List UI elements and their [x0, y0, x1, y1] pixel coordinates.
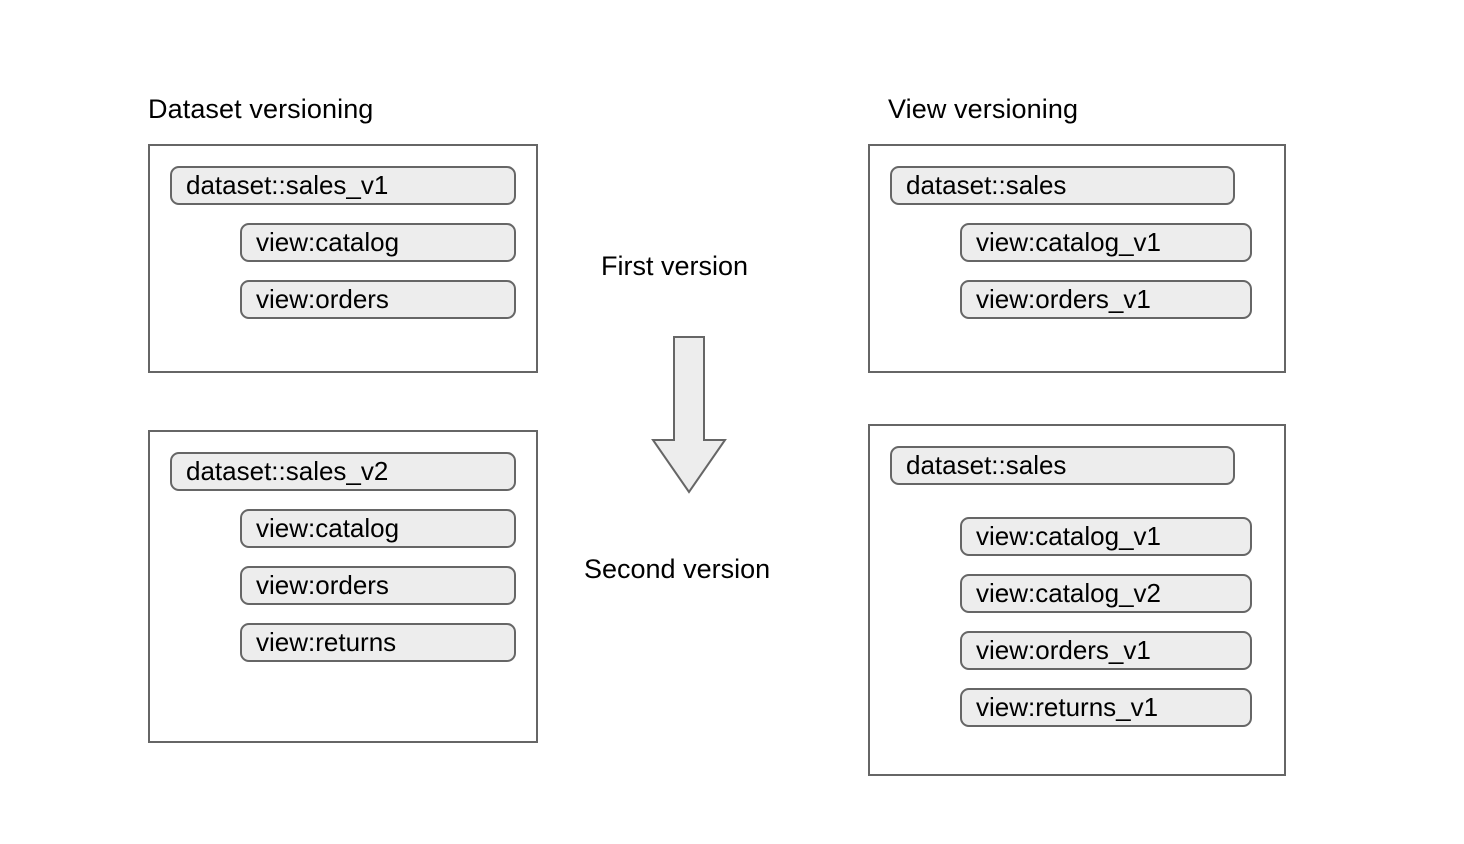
column-heading-view-versioning: View versioning	[888, 94, 1079, 124]
view-pill[interactable]: view:orders	[240, 280, 516, 319]
view-pill[interactable]: view:orders_v1	[960, 631, 1252, 670]
view-pill[interactable]: view:orders	[240, 566, 516, 605]
dataset-pill[interactable]: dataset::sales_v2	[170, 452, 516, 491]
flow-label-first-version: First version	[601, 251, 749, 281]
group-box-view-versioning-second: dataset::sales view:catalog_v1 view:cata…	[868, 424, 1286, 776]
dataset-pill[interactable]: dataset::sales	[890, 446, 1235, 485]
view-pill[interactable]: view:catalog	[240, 509, 516, 548]
view-pill[interactable]: view:returns_v1	[960, 688, 1252, 727]
column-heading-dataset-versioning: Dataset versioning	[148, 94, 374, 124]
dataset-pill[interactable]: dataset::sales	[890, 166, 1235, 205]
group-box-dataset-versioning-second: dataset::sales_v2 view:catalog view:orde…	[148, 430, 538, 743]
dataset-pill[interactable]: dataset::sales_v1	[170, 166, 516, 205]
view-pill[interactable]: view:returns	[240, 623, 516, 662]
arrow-down-icon	[651, 336, 727, 494]
view-pill[interactable]: view:orders_v1	[960, 280, 1252, 319]
view-pill[interactable]: view:catalog_v1	[960, 223, 1252, 262]
group-box-dataset-versioning-first: dataset::sales_v1 view:catalog view:orde…	[148, 144, 538, 373]
flow-label-second-version: Second version	[584, 554, 771, 584]
view-pill[interactable]: view:catalog_v1	[960, 517, 1252, 556]
group-box-view-versioning-first: dataset::sales view:catalog_v1 view:orde…	[868, 144, 1286, 373]
view-pill[interactable]: view:catalog	[240, 223, 516, 262]
view-pill[interactable]: view:catalog_v2	[960, 574, 1252, 613]
